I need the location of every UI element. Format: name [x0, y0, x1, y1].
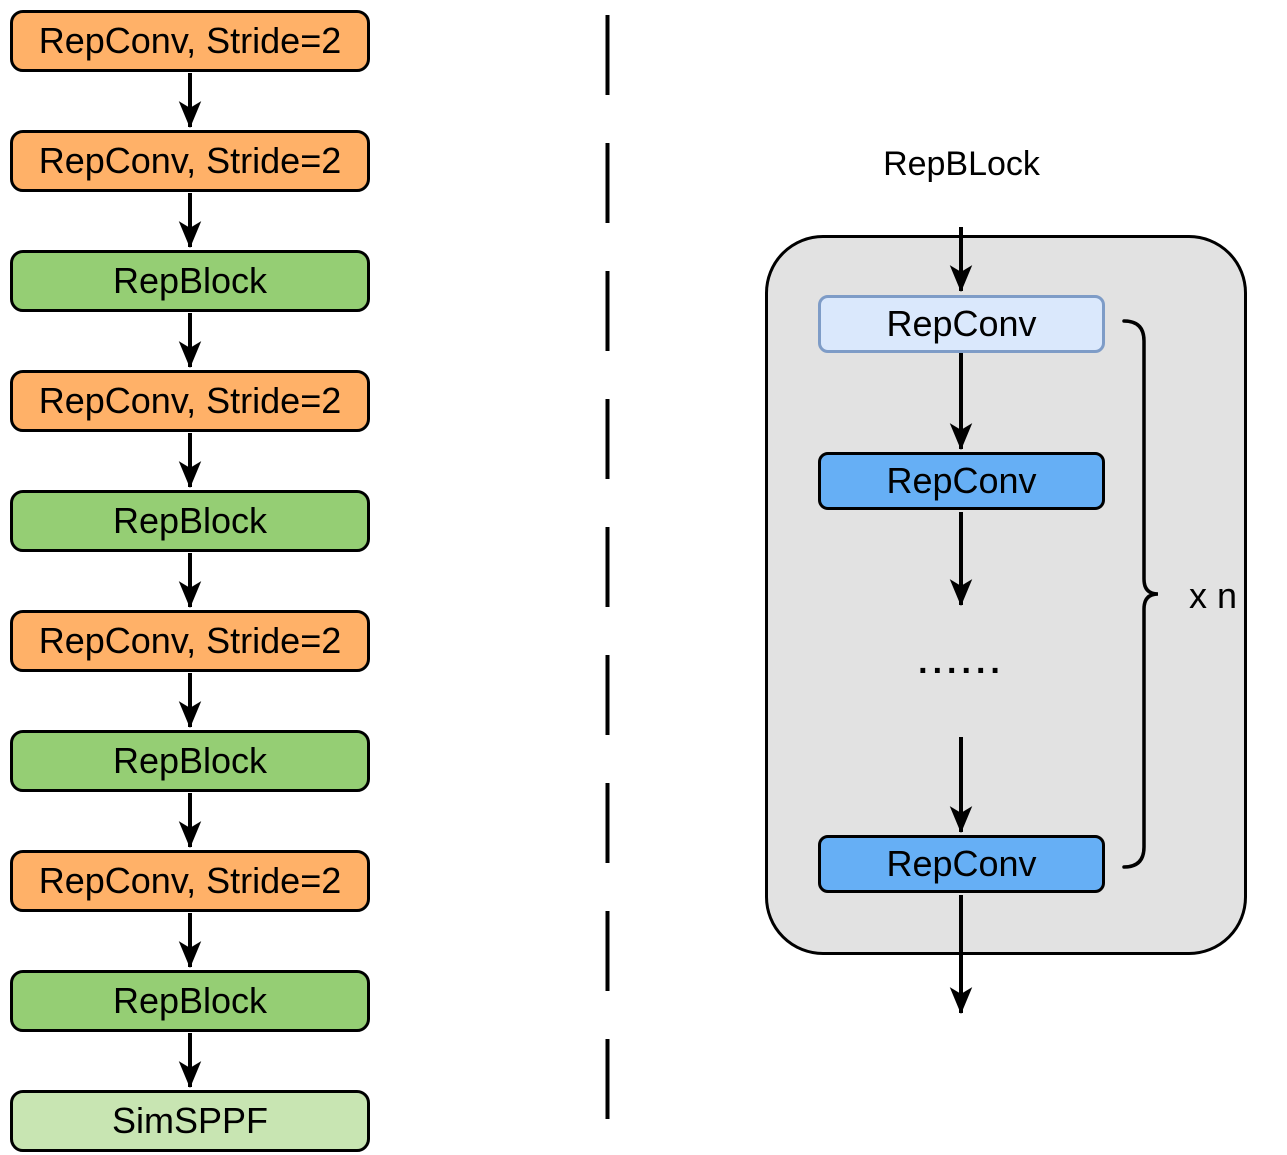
- node-label: RepBlock: [112, 740, 268, 781]
- node-label: RepConv, Stride=2: [38, 140, 342, 181]
- backbone-node-repblock-4: RepBlock: [10, 970, 370, 1032]
- node-label: SimSPPF: [111, 1100, 269, 1141]
- backbone-node-repconv-4: RepConv, Stride=2: [10, 610, 370, 672]
- node-label: RepConv, Stride=2: [38, 860, 342, 901]
- backbone-node-repconv-2: RepConv, Stride=2: [10, 130, 370, 192]
- node-label: RepConv: [886, 303, 1037, 344]
- node-label: RepConv, Stride=2: [38, 20, 342, 61]
- repblock-node-repconv-first: RepConv: [818, 295, 1105, 353]
- node-label: RepBlock: [112, 980, 268, 1021]
- repblock-node-repconv-2: RepConv: [818, 452, 1105, 510]
- backbone-node-repconv-3: RepConv, Stride=2: [10, 370, 370, 432]
- backbone-node-repconv-1: RepConv, Stride=2: [10, 10, 370, 72]
- backbone-node-repblock-1: RepBlock: [10, 250, 370, 312]
- backbone-node-simsppf: SimSPPF: [10, 1090, 370, 1152]
- node-label: RepBlock: [112, 260, 268, 301]
- node-label: RepConv: [886, 843, 1037, 884]
- repblock-node-repconv-last: RepConv: [818, 835, 1105, 893]
- node-label: RepConv: [886, 460, 1037, 501]
- repblock-panel-title: RepBLock: [883, 145, 1040, 183]
- node-label: RepBlock: [112, 500, 268, 541]
- node-label: RepConv, Stride=2: [38, 380, 342, 421]
- backbone-node-repblock-2: RepBlock: [10, 490, 370, 552]
- backbone-node-repblock-3: RepBlock: [10, 730, 370, 792]
- backbone-node-repconv-5: RepConv, Stride=2: [10, 850, 370, 912]
- repeat-ellipsis: ......: [918, 643, 1005, 681]
- node-label: RepConv, Stride=2: [38, 620, 342, 661]
- repeat-count-label: x n: [1188, 575, 1238, 616]
